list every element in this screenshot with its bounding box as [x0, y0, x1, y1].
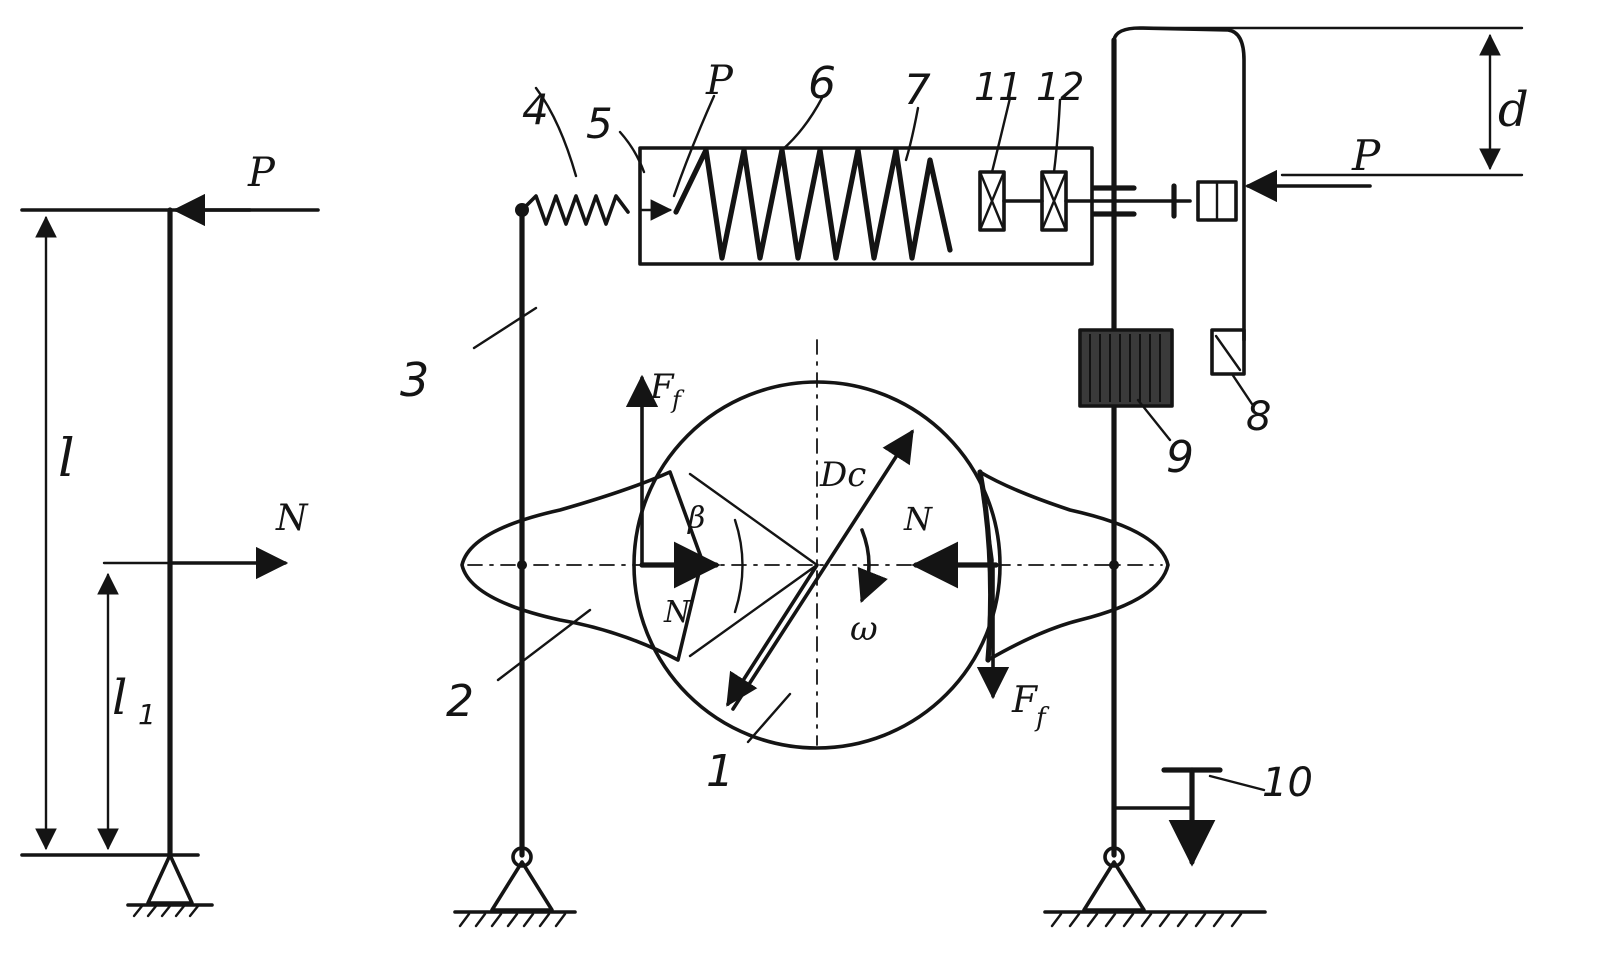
label-part-10: 10 [1262, 760, 1313, 806]
block-9-hatch [1089, 334, 1161, 402]
block-9 [1078, 328, 1174, 408]
label-n-left: N [663, 595, 692, 630]
element-12-cross [1040, 170, 1068, 232]
label-part-8: 8 [1246, 394, 1271, 440]
label-ff-bottom: F [1011, 680, 1039, 721]
label-part-3: 3 [400, 353, 429, 407]
left-pivot-support [490, 860, 554, 912]
beta-ray-top [688, 472, 819, 567]
leader-8 [1230, 372, 1254, 406]
leader-P [672, 94, 716, 198]
leader-2 [496, 608, 592, 682]
label-spring-p: P [705, 58, 734, 104]
l-label: l [58, 429, 75, 489]
left-p-label: P [247, 150, 276, 196]
left-n-label: N [275, 498, 309, 539]
spring-housing [638, 146, 1094, 266]
l1-label: l [112, 670, 127, 726]
beta-angle-arc [733, 518, 744, 614]
right-cam-shoe [978, 470, 1170, 662]
leader-1 [746, 692, 792, 744]
label-ff-bottom-sub: f [1034, 703, 1050, 733]
main-mechanism: 4 5 P 6 7 11 12 d P 3 F f Dc β N N ω 2 1… [400, 26, 1529, 928]
label-dc: Dc [819, 455, 866, 495]
label-part-5: 5 [586, 99, 613, 148]
label-omega: ω [850, 609, 878, 649]
label-part-2: 2 [446, 676, 474, 727]
small-spring [520, 194, 630, 226]
label-part-9: 9 [1166, 432, 1194, 483]
left-ground-hatch [132, 904, 200, 918]
right-pivot-support [1082, 860, 1146, 912]
label-ff-top: F [649, 367, 675, 407]
right-shoe-pin [1109, 560, 1119, 570]
left-pivot-support [146, 853, 194, 905]
leader-11 [990, 96, 1012, 174]
omega-rotation-arrow [857, 528, 888, 604]
leader-10 [1208, 774, 1266, 792]
element-11-cross [978, 170, 1006, 232]
label-part-11: 11 [974, 65, 1022, 109]
left-shoe-pin [517, 560, 527, 570]
label-part-6: 6 [808, 58, 836, 109]
leader-12 [1052, 98, 1062, 174]
block-8 [1210, 328, 1246, 376]
leader-6 [780, 96, 824, 152]
right-lever-frame [1112, 26, 1246, 342]
left-lever-pivot [511, 846, 533, 868]
label-part-4: 4 [522, 85, 549, 134]
label-beta: β [687, 501, 705, 536]
label-part-12: 12 [1036, 65, 1084, 109]
left-ground-hatch [458, 912, 567, 928]
left-cam-shoe [460, 470, 704, 662]
block-8-line [1214, 334, 1242, 372]
label-part-1: 1 [706, 746, 734, 797]
right-lever-pivot [1103, 846, 1125, 868]
label-d: d [1498, 82, 1529, 138]
left-free-body-sketch: P l l 1 N [20, 150, 320, 918]
leader-5 [618, 130, 646, 174]
main-spring [673, 147, 953, 261]
leader-4 [534, 86, 578, 178]
l1-subscript: 1 [138, 698, 156, 731]
dc-diameter-arrow-down [726, 563, 819, 707]
right-ground-hatch [1050, 912, 1243, 928]
dc-diameter-arrow-up [731, 429, 914, 711]
label-ff-top-sub: f [670, 386, 685, 414]
leader-9 [1136, 398, 1172, 442]
label-right-p: P [1351, 131, 1381, 180]
beta-ray-bottom [688, 563, 819, 658]
leader-3 [472, 306, 538, 350]
label-part-7: 7 [904, 65, 931, 114]
leader-7 [904, 106, 920, 162]
label-n-right: N [903, 500, 933, 538]
